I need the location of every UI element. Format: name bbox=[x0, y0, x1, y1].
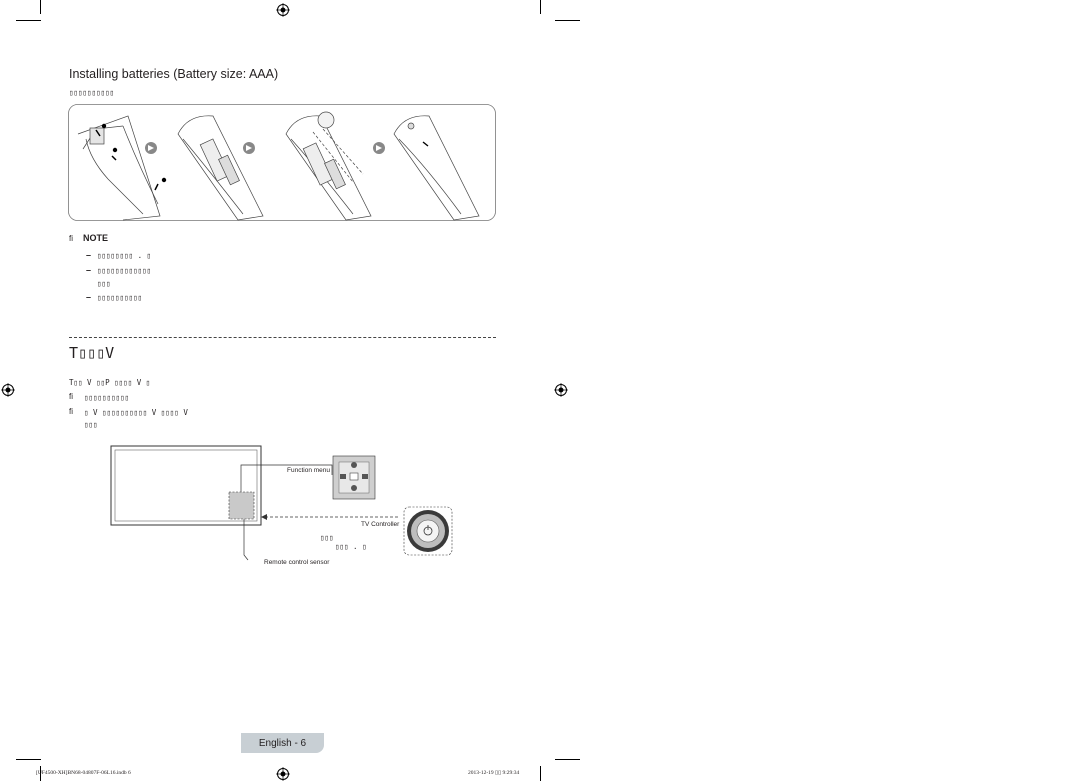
crop-mark bbox=[540, 0, 541, 14]
file-info: [UF4500-XH]BN68-04807F-06L16.indb 6 bbox=[36, 770, 131, 776]
section-divider bbox=[69, 337, 496, 338]
intro-text: ▯▯▯▯▯▯▯▯▯▯ bbox=[69, 88, 115, 97]
timestamp: 2013-12-19 ▯▯ 9:29:34 bbox=[468, 770, 520, 776]
crop-mark bbox=[555, 20, 580, 21]
note-marker: ﬁ bbox=[69, 407, 73, 416]
tv-controller-figure bbox=[110, 445, 453, 561]
remote-sensor-label: Remote control sensor bbox=[264, 559, 330, 566]
step-marker-2 bbox=[112, 147, 118, 153]
remote-step1-illustration bbox=[77, 115, 161, 221]
note-dash: – bbox=[86, 292, 92, 302]
note-dash: – bbox=[86, 265, 92, 275]
step-marker-1 bbox=[101, 123, 107, 129]
controller-note-2-cont: ▯▯▯ bbox=[84, 420, 98, 429]
crop-mark bbox=[555, 759, 580, 760]
crop-mark bbox=[40, 766, 41, 781]
function-menu-label: Function menu bbox=[287, 467, 330, 474]
note-item-2: ▯▯▯▯▯▯▯▯▯▯▯▯ bbox=[97, 266, 152, 275]
controller-note-line-2: ▯▯▯ . ▯ bbox=[335, 542, 367, 551]
remote-step2-illustration bbox=[177, 115, 264, 221]
crop-mark bbox=[540, 766, 541, 781]
controller-note-line-1: ▯▯▯ bbox=[320, 533, 334, 542]
page-number-badge: English - 6 bbox=[241, 733, 324, 753]
note-marker: ﬁ bbox=[69, 392, 73, 401]
controller-intro: T▯▯ V ▯▯P ▯▯▯▯ V ▯ bbox=[69, 378, 151, 387]
crop-mark bbox=[40, 0, 41, 14]
crop-mark bbox=[16, 20, 41, 21]
registration-mark-icon bbox=[554, 383, 568, 397]
remote-step4-illustration bbox=[393, 115, 480, 221]
note-marker: ﬁ bbox=[69, 234, 73, 243]
remote-step3-illustration bbox=[285, 111, 372, 221]
section-title: Installing batteries (Battery size: AAA) bbox=[69, 67, 279, 81]
controller-note-1: ▯▯▯▯▯▯▯▯▯▯ bbox=[84, 393, 130, 402]
registration-mark-icon bbox=[276, 3, 290, 17]
arrow-right-icon bbox=[373, 142, 385, 154]
note-label: NOTE bbox=[83, 233, 109, 243]
sensor-area-illustration bbox=[228, 491, 255, 520]
arrow-right-icon bbox=[145, 142, 157, 154]
registration-mark-icon bbox=[1, 383, 15, 397]
note-item-2-cont: ▯▯▯ bbox=[97, 279, 111, 288]
tv-controller-label: TV Controller bbox=[361, 521, 400, 528]
battery-installation-figure bbox=[68, 104, 496, 221]
note-item-1: ▯▯▯▯▯▯▯▯ . ▯ bbox=[97, 251, 152, 260]
tv-controller-dial-illustration bbox=[403, 506, 453, 556]
arrow-right-icon bbox=[243, 142, 255, 154]
step-marker-3 bbox=[161, 177, 167, 183]
registration-mark-icon bbox=[276, 767, 290, 781]
note-item-3: ▯▯▯▯▯▯▯▯▯▯ bbox=[97, 293, 143, 302]
controller-note-2: ▯ V ▯▯▯▯▯▯▯▯▯▯ V ▯▯▯▯ V bbox=[84, 408, 188, 417]
crop-mark bbox=[16, 759, 41, 760]
note-dash: – bbox=[86, 250, 92, 260]
controller-heading: T▯▯▯V bbox=[69, 344, 115, 362]
